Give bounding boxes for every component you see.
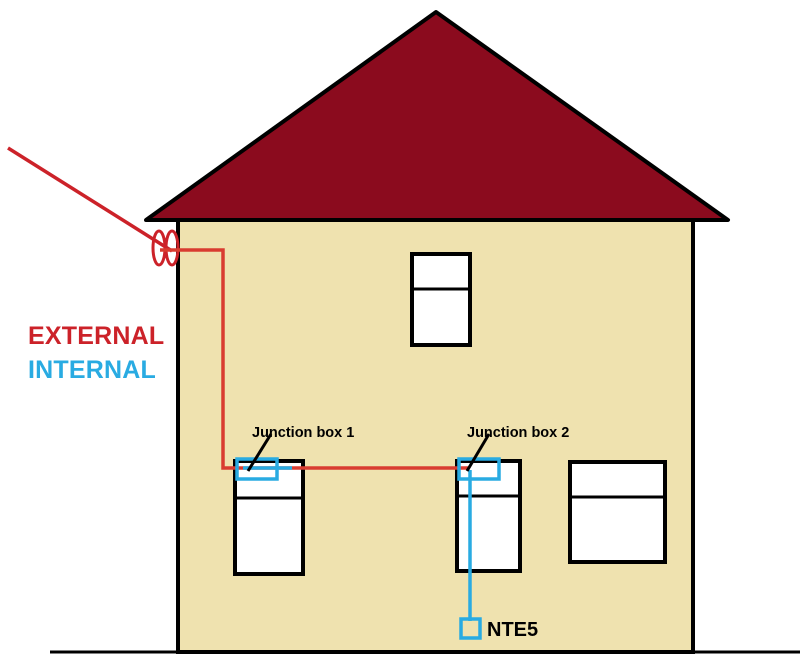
junction-box-1-leader-line bbox=[246, 433, 273, 472]
cable-coil-loop-2 bbox=[164, 229, 180, 267]
house-roof bbox=[144, 10, 730, 222]
upper-window bbox=[410, 252, 472, 347]
junction-box-1-label: Junction box 1 bbox=[252, 425, 354, 441]
legend-internal-label: INTERNAL bbox=[28, 356, 156, 384]
junction-box-2-leader-line bbox=[465, 433, 491, 472]
legend-external-label: EXTERNAL bbox=[28, 322, 164, 350]
cable-coil-icon bbox=[151, 229, 180, 267]
nte5-label: NTE5 bbox=[487, 619, 538, 641]
upper-window-frame bbox=[410, 252, 472, 347]
junction-box-2-label: Junction box 2 bbox=[467, 425, 569, 441]
cable-coil-loop-1 bbox=[151, 229, 167, 267]
junction-box-2[interactable] bbox=[457, 457, 501, 481]
lower-right-window-frame bbox=[568, 460, 667, 564]
external-cable-route bbox=[160, 248, 468, 470]
lower-right-window bbox=[568, 460, 667, 564]
nte5-socket[interactable] bbox=[459, 617, 482, 640]
external-drop-wire bbox=[7, 146, 173, 253]
